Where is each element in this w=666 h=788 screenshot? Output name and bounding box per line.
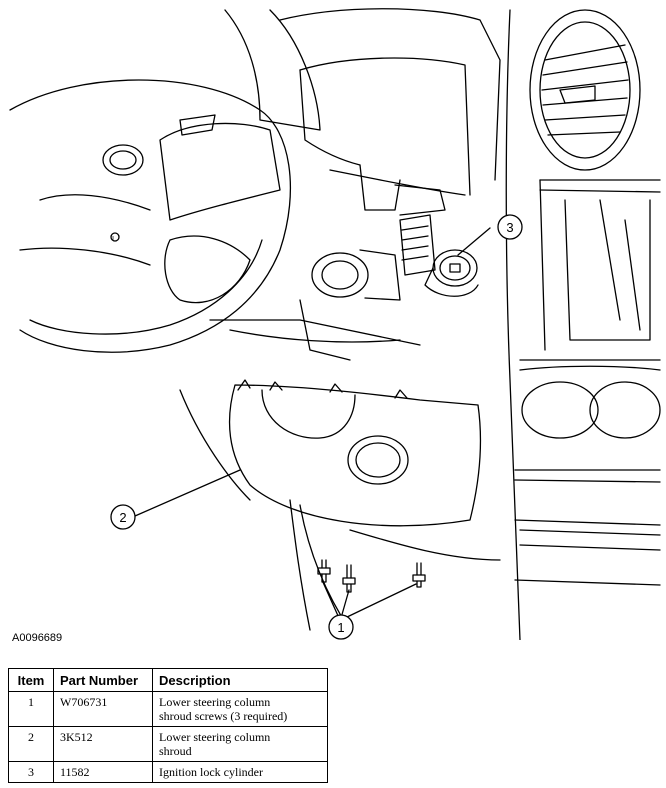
svg-text:3: 3 [506,220,513,235]
svg-text:I: I [112,235,114,243]
steering-column-illustration: I [9,8,661,640]
airbag-marker-icon [110,232,120,242]
cell-item: 1 [8,691,54,727]
column-header-item: Item [8,668,54,692]
description-line: Lower steering column [159,730,271,744]
lower-trim-lines [179,389,501,631]
table-header-row: Item Part Number Description [8,668,328,692]
air-vent [529,9,641,171]
lower-shroud [228,379,481,527]
horn-button-icon [102,144,144,176]
description-line: shroud screws (3 required) [159,709,288,723]
table-row: 3 11582 Ignition lock cylinder [8,761,328,783]
center-stack [505,9,661,640]
svg-text:2: 2 [119,510,126,525]
shroud-screws [317,559,426,593]
description-line: Ignition lock cylinder [159,765,263,779]
cell-part-number: W706731 [53,691,153,727]
screw-icon [342,564,356,593]
screw-icon [412,562,426,588]
callout-1: 1 [328,614,354,640]
callout-2: 2 [110,504,136,530]
cell-item: 2 [8,726,54,762]
description-line: Lower steering column [159,695,271,709]
table-row: 2 3K512 Lower steering column shroud [8,726,328,762]
screw-icon [317,559,331,583]
callout-3: 3 [497,214,523,240]
column-mechanism [209,214,436,361]
svg-text:1: 1 [337,620,344,635]
steering-wheel: I [9,9,321,353]
column-header-description: Description [152,668,328,692]
leader-lines [134,227,491,619]
cell-item: 3 [8,761,54,783]
cell-description: Lower steering column shroud [152,726,328,762]
figure-id-label: A0096689 [12,632,63,644]
instrument-cluster-hood [279,8,501,216]
parts-table: Item Part Number Description 1 W706731 L… [8,668,328,783]
cell-description: Ignition lock cylinder [152,761,328,783]
cell-part-number: 3K512 [53,726,153,762]
table-row: 1 W706731 Lower steering column shroud s… [8,691,328,727]
cell-description: Lower steering column shroud screws (3 r… [152,691,328,727]
ignition-lock-cylinder [424,249,479,297]
cell-part-number: 11582 [53,761,153,783]
description-line: shroud [159,744,192,758]
column-header-part-number: Part Number [53,668,153,692]
